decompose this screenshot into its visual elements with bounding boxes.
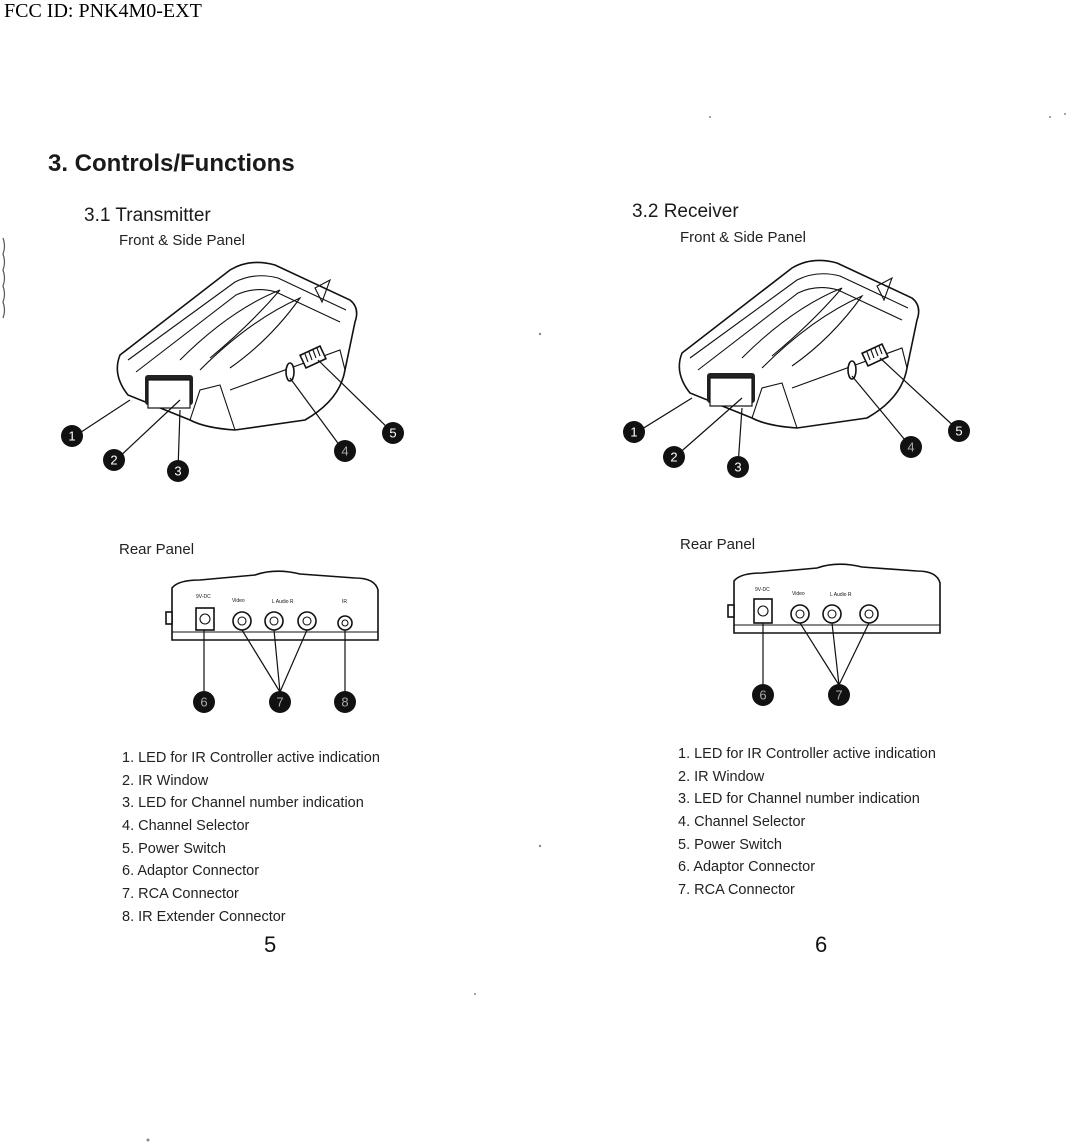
svg-text:7: 7 xyxy=(276,695,283,710)
list-item: 4. Channel Selector xyxy=(122,818,250,835)
svg-text:1: 1 xyxy=(630,425,637,440)
callout-7: 7 xyxy=(828,684,850,706)
svg-text:6: 6 xyxy=(759,688,766,703)
transmitter-front-label: Front & Side Panel xyxy=(119,232,245,249)
svg-text:1: 1 xyxy=(68,429,75,444)
svg-text:5: 5 xyxy=(389,426,396,441)
receiver-heading: 3.2 Receiver xyxy=(632,201,739,222)
list-item: 8. IR Extender Connector xyxy=(122,908,286,925)
receiver-front-label: Front & Side Panel xyxy=(680,229,806,246)
receiver-item-list: 1. LED for IR Controller active indicati… xyxy=(678,743,936,902)
callout-1: 1 xyxy=(61,425,83,447)
rear-label-9vdc: 9V-DC xyxy=(196,594,211,600)
transmitter-rear-label: Rear Panel xyxy=(119,541,195,558)
callout-4: 4 xyxy=(900,436,922,458)
rear-label-9vdc: 9V-DC xyxy=(755,587,770,593)
list-item: 6. Adaptor Connector xyxy=(122,863,260,880)
svg-text:8: 8 xyxy=(341,695,348,710)
list-item: 4. Channel Selector xyxy=(678,814,806,831)
callout-1: 1 xyxy=(623,421,645,443)
rear-label-audio: L Audio R xyxy=(830,592,852,598)
rear-label-video: Video xyxy=(232,598,245,604)
rear-label-audio: L Audio R xyxy=(272,599,294,605)
svg-text:3: 3 xyxy=(734,460,741,475)
receiver-rear-label: Rear Panel xyxy=(680,536,756,553)
svg-text:2: 2 xyxy=(670,450,677,465)
callout-5: 5 xyxy=(382,422,404,444)
list-item: 5. Power Switch xyxy=(678,836,782,853)
callout-4: 4 xyxy=(334,440,356,462)
rear-label-ir: IR xyxy=(342,599,347,605)
callout-2: 2 xyxy=(663,446,685,468)
callout-2: 2 xyxy=(103,449,125,471)
svg-text:5: 5 xyxy=(955,424,962,439)
list-item: 3. LED for Channel number indication xyxy=(678,791,920,808)
receiver-rear-panel-illustration: 9V-DC Video L Audio R xyxy=(727,563,941,634)
svg-text:4: 4 xyxy=(341,444,348,459)
list-item: 7. RCA Connector xyxy=(122,886,239,903)
transmitter-rear-panel-illustration: 9V-DC Video L Audio R IR xyxy=(165,570,379,641)
receiver-rear-diagram: 9V-DC Video L Audio R 6 7 xyxy=(727,563,941,706)
svg-text:3: 3 xyxy=(174,464,181,479)
section-title: 3. Controls/Functions xyxy=(48,150,295,177)
svg-text:4: 4 xyxy=(907,440,914,455)
svg-text:7: 7 xyxy=(835,688,842,703)
list-item: 1. LED for IR Controller active indicati… xyxy=(122,750,380,766)
callout-7: 7 xyxy=(269,691,291,713)
list-item: 5. Power Switch xyxy=(122,840,226,857)
callout-8: 8 xyxy=(334,691,356,713)
page-number-right: 6 xyxy=(815,932,828,957)
svg-text:6: 6 xyxy=(200,695,207,710)
transmitter-rear-diagram: 9V-DC Video L Audio R IR 6 7 8 xyxy=(165,570,379,713)
callout-3: 3 xyxy=(167,460,189,482)
rear-label-video: Video xyxy=(792,591,805,597)
callout-3: 3 xyxy=(727,456,749,478)
fcc-id-header: FCC ID: PNK4M0-EXT xyxy=(4,0,202,22)
transmitter-heading: 3.1 Transmitter xyxy=(84,205,211,226)
callout-6: 6 xyxy=(193,691,215,713)
callout-5: 5 xyxy=(948,420,970,442)
transmitter-item-list: 1. LED for IR Controller active indicati… xyxy=(122,747,380,929)
list-item: 7. RCA Connector xyxy=(678,882,795,899)
receiver-front-diagram: 1 2 3 4 5 xyxy=(623,259,970,478)
list-item: 2. IR Window xyxy=(678,768,765,785)
list-item: 2. IR Window xyxy=(122,772,209,789)
page-number-left: 5 xyxy=(264,932,277,957)
transmitter-front-diagram: 1 2 3 4 5 xyxy=(61,261,404,482)
callout-6: 6 xyxy=(752,684,774,706)
svg-text:2: 2 xyxy=(110,453,117,468)
list-item: 1. LED for IR Controller active indicati… xyxy=(678,746,936,762)
list-item: 3. LED for Channel number indication xyxy=(122,795,364,812)
list-item: 6. Adaptor Connector xyxy=(678,859,816,876)
receiver-device-illustration xyxy=(678,259,920,429)
